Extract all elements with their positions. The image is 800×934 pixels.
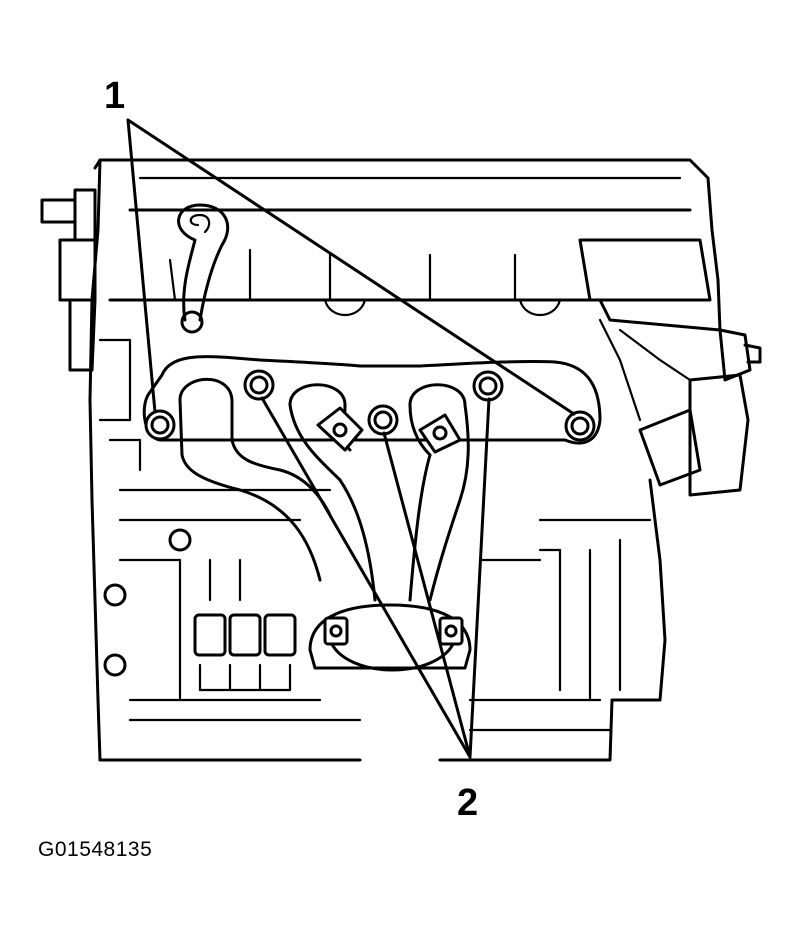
nut-inner-2 [367,404,399,436]
figure-id: G01548135 [38,838,153,861]
exhaust-manifold [142,355,602,672]
leader-lines-2 [260,396,491,759]
callout-label-1: 1 [104,75,125,117]
lifting-hook [177,203,230,334]
nut-inner-3 [472,370,504,402]
callout-label-2: 2 [457,782,478,824]
nut-outer-left [144,409,176,441]
manifold-nuts [144,369,596,442]
nut-inner-1 [243,369,275,401]
leader-lines-1 [126,118,576,416]
nut-outer-right [564,410,596,442]
engine-block [40,158,762,762]
